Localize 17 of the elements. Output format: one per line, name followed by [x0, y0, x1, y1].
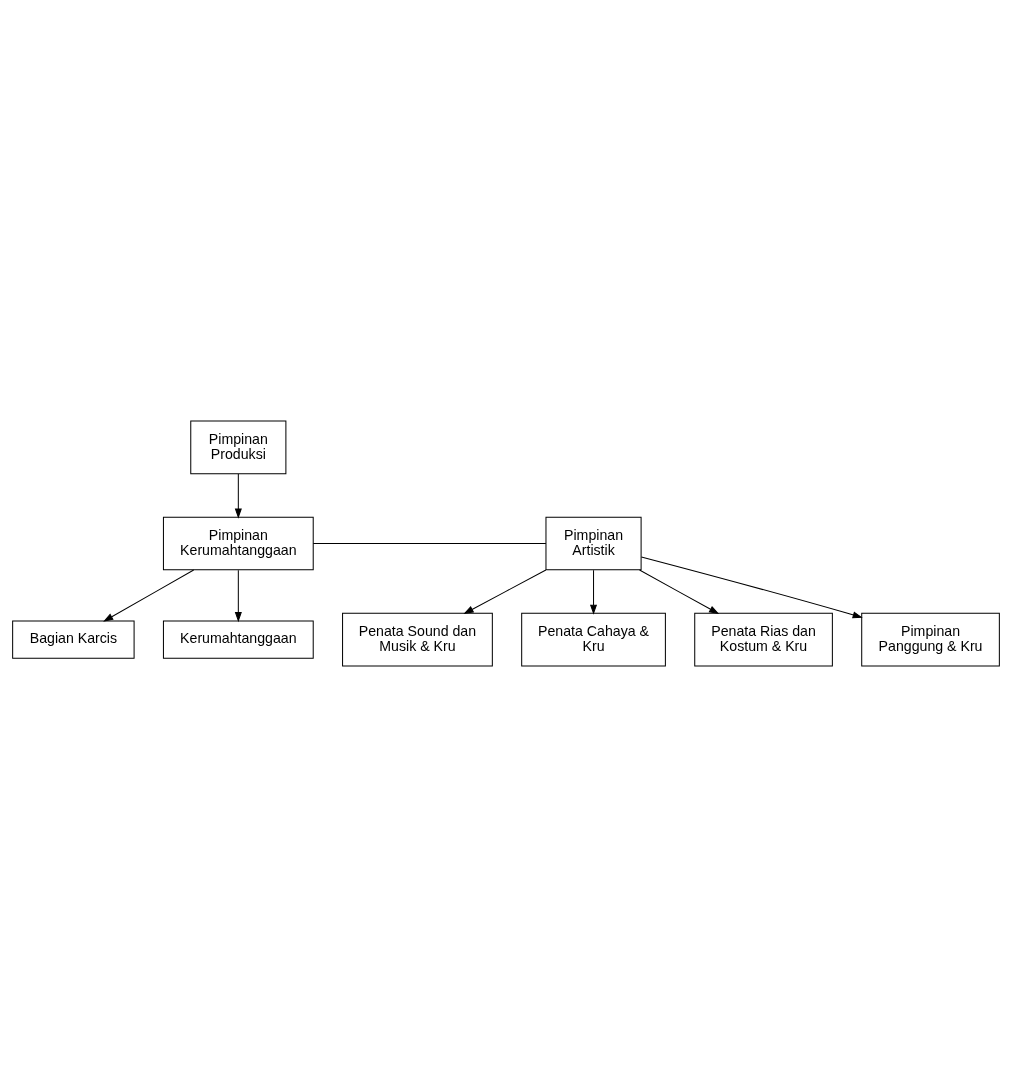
node-box: Penata Sound dan Musik & Kru [342, 612, 493, 667]
arrow [234, 473, 242, 519]
node-box: Pimpinan Produksi [190, 420, 287, 475]
arrow [103, 569, 195, 622]
node-box: Pimpinan Panggung & Kru [861, 612, 1000, 667]
arrow [234, 569, 242, 623]
connector [312, 543, 547, 544]
arrow [640, 556, 863, 619]
arrow [590, 569, 598, 615]
node-box: Penata Cahaya & Kru [521, 612, 666, 667]
node-box: Bagian Karcis [12, 620, 135, 659]
node-box: Pimpinan Artistik [545, 516, 642, 571]
node-box: Penata Rias dan Kostum & Kru [694, 612, 833, 667]
arrow [463, 569, 547, 615]
arrow [639, 569, 720, 615]
node-box: Pimpinan Kerumahtanggaan [162, 516, 314, 571]
node-box: Kerumahtanggaan [162, 620, 314, 659]
